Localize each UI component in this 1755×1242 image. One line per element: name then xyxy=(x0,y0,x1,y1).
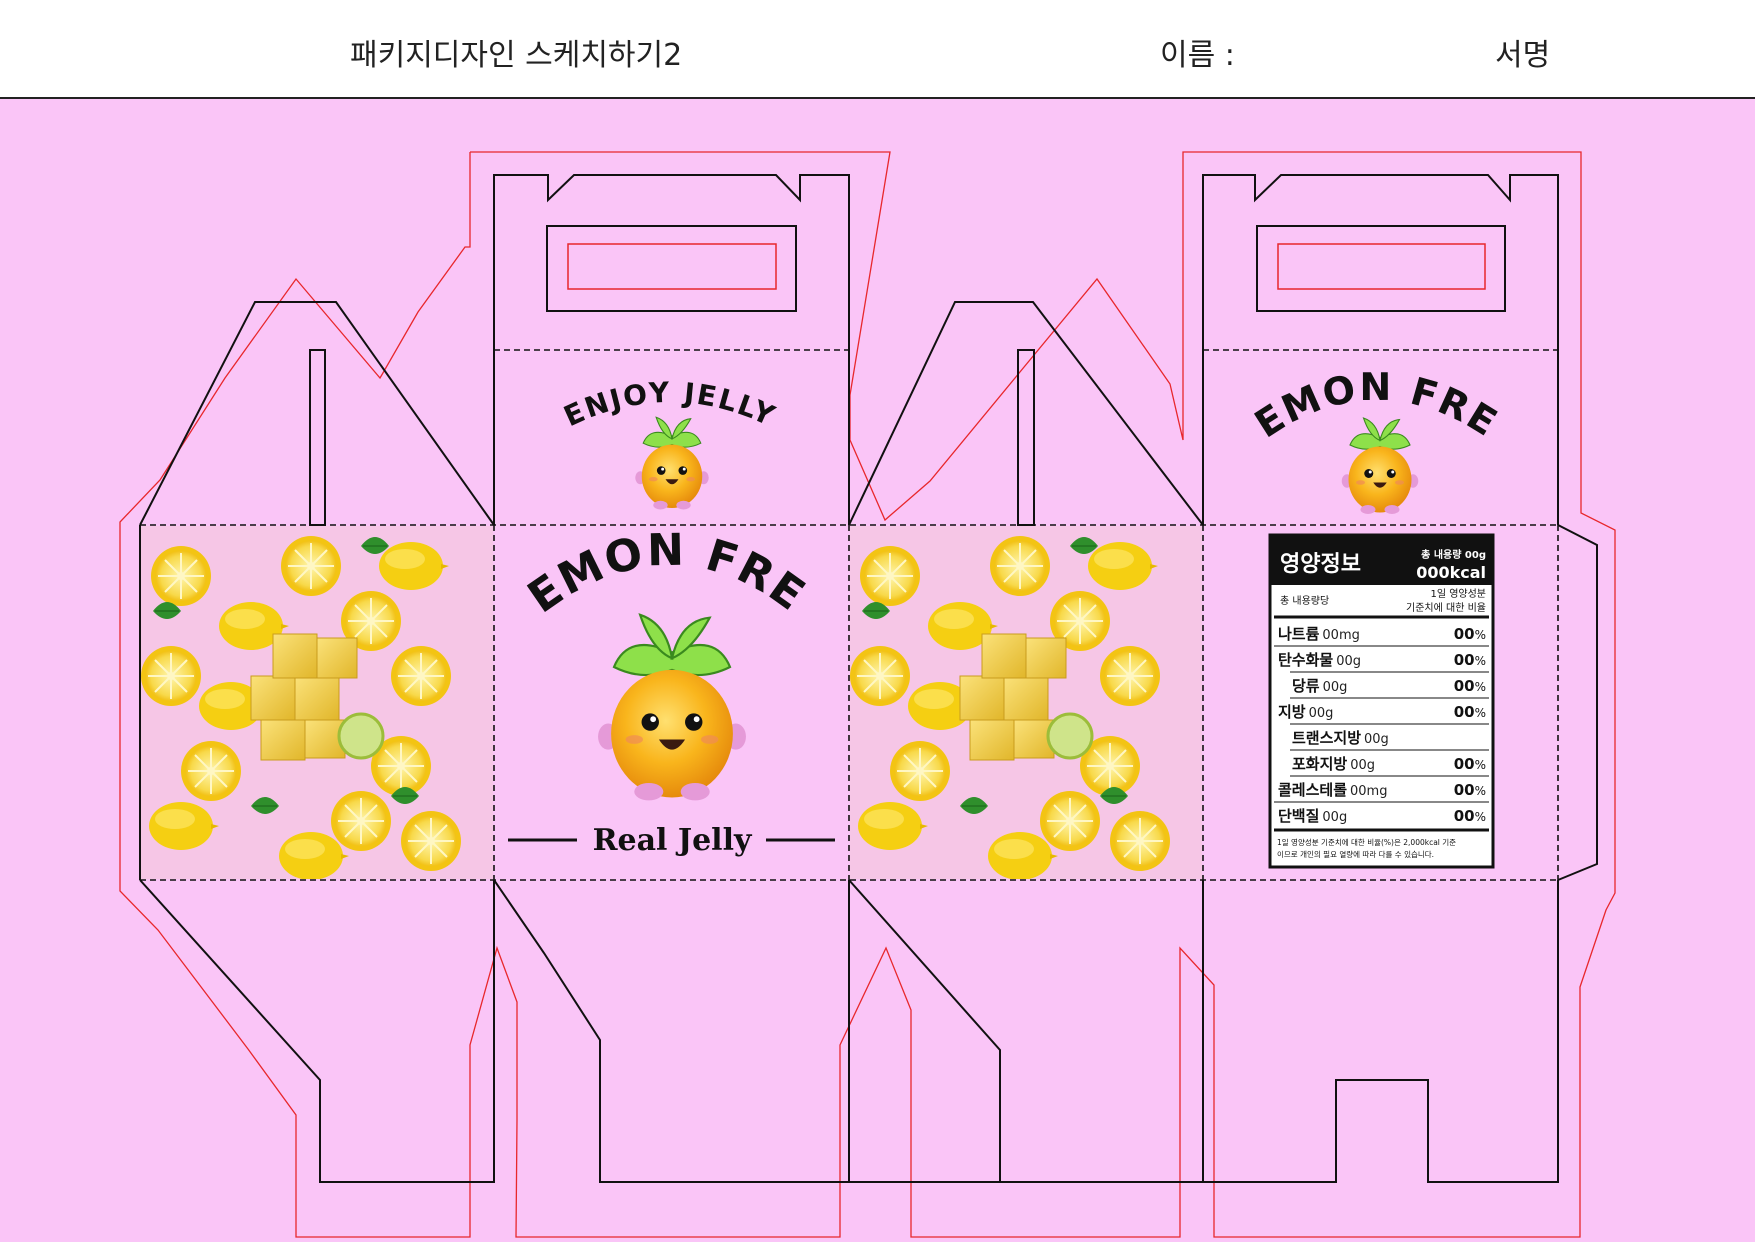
nutrition-row-amount: 00mg xyxy=(1350,784,1387,799)
nutrition-row-name: 나트륨 xyxy=(1278,625,1320,643)
nutrition-row-amount: 00g xyxy=(1336,654,1361,669)
nutrition-row-amount: 00g xyxy=(1364,732,1389,747)
lemon-free-arc-text-back: LEMON FREE xyxy=(0,0,1506,447)
nutrition-row-name: 포화지방 xyxy=(1292,755,1347,773)
nutrition-row-percent: 00% xyxy=(1454,755,1486,773)
nutrition-row-percent: 00% xyxy=(1454,651,1486,669)
nutrition-row-name: 콜레스테롤 xyxy=(1278,781,1347,799)
nutrition-total-amount: 총 내용량 00g xyxy=(1421,548,1486,561)
page-title: 패키지디자인 스케치하기2 xyxy=(350,38,683,73)
nutrition-facts-label: 영양정보 총 내용량 00g 000kcal 총 내용량당 1일 영양성분 기준… xyxy=(1268,533,1495,869)
nutrition-col-right-1: 1일 영양성분 xyxy=(1430,588,1486,600)
name-label: 이름 : xyxy=(1160,38,1235,73)
signature-label: 서명 xyxy=(1495,38,1551,73)
lemon-pattern-panel-left xyxy=(141,526,493,879)
nutrition-col-right-2: 기준치에 대한 비율 xyxy=(1406,602,1486,614)
header: 패키지디자인 스케치하기2 이름 : 서명 xyxy=(0,0,1755,98)
nutrition-kcal: 000kcal xyxy=(1416,563,1486,582)
nutrition-row-amount: 00mg xyxy=(1322,628,1359,643)
nutrition-row-amount: 00g xyxy=(1322,810,1347,825)
lemon-mascot-icon-large xyxy=(596,613,748,802)
dieline-fold-shapes xyxy=(139,174,1598,1183)
header-divider xyxy=(0,97,1755,99)
lemon-pattern-panel-right xyxy=(850,526,1202,879)
cut-line-outline xyxy=(119,151,1616,1238)
nutrition-row-amount: 00g xyxy=(1323,680,1348,695)
nutrition-footnote-1: 1일 영양성분 기준치에 대한 비율(%)은 2,000kcal 기준 xyxy=(1277,837,1456,847)
nutrition-col-left: 총 내용량당 xyxy=(1280,595,1329,607)
nutrition-title: 영양정보 xyxy=(1280,552,1361,577)
real-jelly-tagline: Real Jelly xyxy=(593,823,753,858)
enjoy-jelly-arc-text: ENJOY JELLY xyxy=(559,376,781,433)
nutrition-row-name: 당류 xyxy=(1292,677,1320,695)
nutrition-row-amount: 00g xyxy=(1350,758,1375,773)
nutrition-row-name: 트랜스지방 xyxy=(1292,729,1361,747)
nutrition-row-name: 탄수화물 xyxy=(1278,651,1333,669)
lemon-mascot-icon xyxy=(634,416,710,510)
nutrition-row-percent: 00% xyxy=(1454,703,1486,721)
nutrition-row-percent: 00% xyxy=(1454,781,1486,799)
nutrition-row-percent: 00% xyxy=(1454,807,1486,825)
nutrition-row-percent: 00% xyxy=(1454,625,1486,643)
nutrition-footnote-2: 이므로 개인의 필요 열량에 따라 다를 수 있습니다. xyxy=(1277,849,1434,859)
nutrition-row-percent: 00% xyxy=(1454,677,1486,695)
lemon-mascot-icon-back xyxy=(1341,417,1419,515)
nutrition-row-name: 지방 xyxy=(1278,703,1306,721)
nutrition-row-name: 단백질 xyxy=(1278,807,1319,825)
nutrition-row-amount: 00g xyxy=(1309,706,1334,721)
fold-dashed-lines xyxy=(140,349,1559,881)
